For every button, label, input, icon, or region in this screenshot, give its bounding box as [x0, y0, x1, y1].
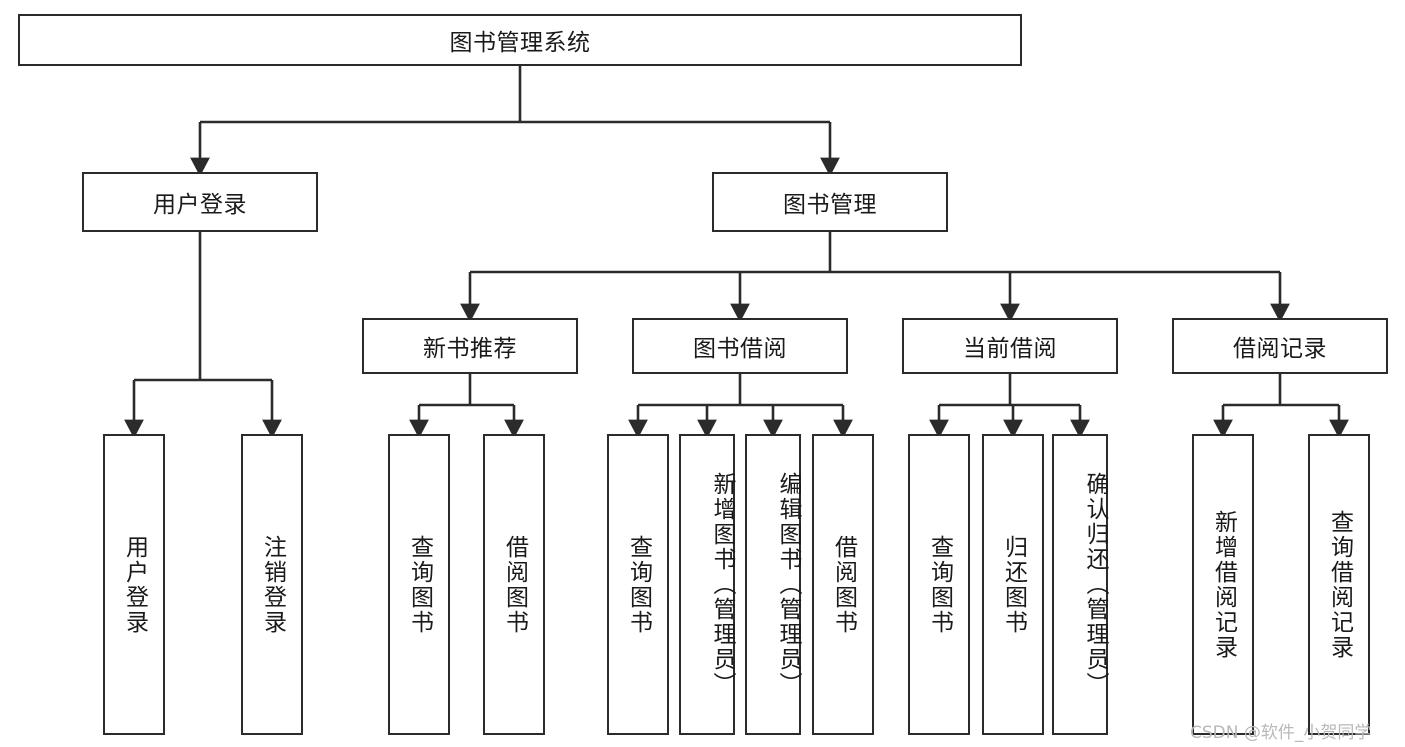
- leaf-logout[interactable]: 注销登录: [241, 434, 303, 735]
- node-borrow-record[interactable]: 借阅记录: [1172, 318, 1388, 374]
- node-label: 当前借阅: [963, 336, 1057, 362]
- node-label: 借阅图书: [501, 534, 528, 635]
- leaf-query-borrow-record[interactable]: 查询借阅记录: [1308, 434, 1370, 735]
- node-label: 借阅图书: [830, 534, 857, 635]
- node-label: 确认归还（管理员）: [1082, 472, 1108, 697]
- node-label: 用户登录: [121, 534, 148, 635]
- leaf-add-borrow-record[interactable]: 新增借阅记录: [1192, 434, 1254, 735]
- node-book-borrow[interactable]: 图书借阅: [632, 318, 848, 374]
- node-label: 查询借阅记录: [1326, 509, 1353, 660]
- leaf-edit-book-admin[interactable]: 编辑图书（管理员）: [745, 434, 801, 735]
- leaf-query-book-current[interactable]: 查询图书: [908, 434, 970, 735]
- leaf-add-book-admin[interactable]: 新增图书（管理员）: [679, 434, 735, 735]
- node-label: 查询图书: [926, 534, 953, 635]
- csdn-watermark: CSDN @软件_小贺同学: [1190, 723, 1372, 743]
- node-label: 查询图书: [625, 534, 652, 635]
- leaf-borrow-book-newrec[interactable]: 借阅图书: [483, 434, 545, 735]
- node-label: 新增图书（管理员）: [709, 472, 735, 697]
- node-root-system[interactable]: 图书管理系统: [18, 14, 1022, 66]
- node-label: 图书借阅: [693, 336, 787, 362]
- node-new-book-recommend[interactable]: 新书推荐: [362, 318, 578, 374]
- node-label: 查询图书: [406, 534, 433, 635]
- leaf-query-book-borrow[interactable]: 查询图书: [607, 434, 669, 735]
- node-label: 新增借阅记录: [1210, 509, 1237, 660]
- leaf-borrow-book[interactable]: 借阅图书: [812, 434, 874, 735]
- node-label: 图书管理: [783, 192, 877, 218]
- leaf-return-book[interactable]: 归还图书: [982, 434, 1044, 735]
- leaf-user-login[interactable]: 用户登录: [103, 434, 165, 735]
- node-label: 图书管理系统: [449, 30, 591, 56]
- node-label: 编辑图书（管理员）: [775, 472, 801, 697]
- node-label: 新书推荐: [423, 336, 517, 362]
- node-book-management[interactable]: 图书管理: [712, 172, 948, 232]
- node-label: 注销登录: [259, 534, 286, 635]
- node-label: 归还图书: [1000, 534, 1027, 635]
- node-user-login[interactable]: 用户登录: [82, 172, 318, 232]
- leaf-confirm-return-admin[interactable]: 确认归还（管理员）: [1052, 434, 1108, 735]
- node-label: 借阅记录: [1233, 336, 1327, 362]
- node-current-borrow[interactable]: 当前借阅: [902, 318, 1118, 374]
- node-label: 用户登录: [153, 192, 247, 218]
- leaf-query-book-newrec[interactable]: 查询图书: [388, 434, 450, 735]
